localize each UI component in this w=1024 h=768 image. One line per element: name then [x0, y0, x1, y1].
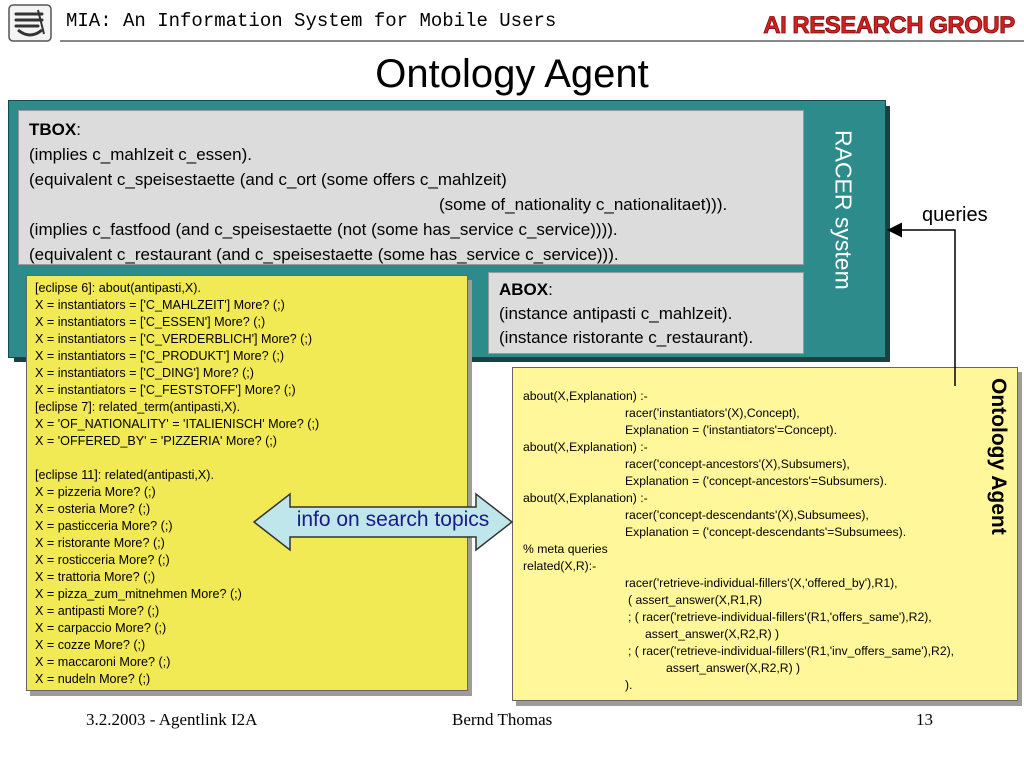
header-rule — [60, 40, 1024, 42]
tbox-line: (implies c_mahlzeit c_essen). — [29, 145, 252, 164]
code-line: ( assert_answer(X,R1,R) — [628, 593, 763, 607]
racer-system-label: RACER system — [830, 130, 857, 290]
tbox-line: (implies c_fastfood (and c_speisestaette… — [29, 220, 618, 239]
tbox-line: (equivalent c_speisestaette (and c_ort (… — [29, 170, 507, 189]
code-line: Explanation = ('concept-ancestors'=Subsu… — [625, 474, 888, 488]
code-line: ). — [625, 678, 633, 692]
eclipse-line: X = antipasti More? (;) — [35, 604, 160, 618]
eclipse-line: X = instantiators = ['C_MAHLZEIT'] More?… — [35, 298, 285, 312]
tbox-heading: TBOX — [29, 120, 77, 139]
eclipse-line: X = instantiators = ['C_ESSEN'] More? (;… — [35, 315, 266, 329]
eclipse-line: X = trattoria More? (;) — [35, 570, 156, 584]
mia-emblem-icon — [8, 4, 52, 42]
ontology-agent-label: Ontology Agent — [987, 378, 1010, 535]
code-line: ; ( racer('retrieve-individual-fillers'(… — [628, 610, 932, 624]
abox-heading: ABOX — [499, 280, 549, 299]
code-line: ; ( racer('retrieve-individual-fillers'(… — [628, 644, 955, 658]
code-line: related(X,R):- — [523, 559, 597, 573]
header-title: MIA: An Information System for Mobile Us… — [66, 10, 557, 32]
eclipse-line: X = instantiators = ['C_DING'] More? (;) — [35, 366, 254, 380]
svg-text:AI RESEARCH GROUP: AI RESEARCH GROUP — [763, 12, 1015, 39]
eclipse-line: X = nudeln More? (;) — [35, 672, 151, 686]
queries-label: queries — [922, 204, 988, 226]
code-line: % meta queries — [523, 542, 608, 556]
queries-connector-arrow — [887, 222, 956, 383]
eclipse-line: X = carpaccio More? (;) — [35, 621, 167, 635]
code-line: racer('concept-ancestors'(X),Subsumers), — [625, 457, 850, 471]
eclipse-line: [eclipse 6]: about(antipasti,X). — [35, 281, 201, 295]
footer-page-number: 13 — [916, 710, 933, 729]
tbox-line: (equivalent c_restaurant (and c_speisest… — [29, 245, 619, 264]
code-line: racer('retrieve-individual-fillers'(X,'o… — [625, 576, 898, 590]
info-arrow-label: info on search topics — [296, 508, 490, 531]
code-line: racer('concept-descendants'(X),Subsumees… — [625, 508, 869, 522]
ontology-agent-code-panel: about(X,Explanation) :- racer('instantia… — [512, 367, 1018, 701]
eclipse-line: X = 'OFFERED_BY' = 'PIZZERIA' More? (;) — [35, 434, 277, 448]
eclipse-line: X = ristorante More? (;) — [35, 536, 165, 550]
code-line: about(X,Explanation) :- — [523, 389, 648, 403]
eclipse-line: X = pizzeria More? (;) — [35, 485, 156, 499]
abox-line: (instance antipasti c_mahlzeit). — [499, 304, 733, 323]
footer-date: 3.2.2003 - Agentlink I2A — [86, 710, 258, 729]
eclipse-line: X = 'OF_NATIONALITY' = 'ITALIENISCH' Mor… — [35, 417, 320, 431]
footer-author: Bernd Thomas — [452, 710, 553, 729]
slide-title: Ontology Agent — [375, 52, 649, 96]
abox-line: (instance ristorante c_restaurant). — [499, 328, 754, 347]
code-line: assert_answer(X,R2,R) ) — [666, 661, 801, 675]
code-line: Explanation = ('concept-descendants'=Sub… — [625, 525, 907, 539]
eclipse-line: X = instantiators = ['C_PRODUKT'] More? … — [35, 349, 285, 363]
code-line: Explanation = ('instantiators'=Concept). — [625, 423, 837, 437]
code-line: racer('instantiators'(X),Concept), — [625, 406, 800, 420]
tbox-line: (some of_nationality c_nationalitaet))). — [439, 195, 728, 214]
eclipse-line: X = rosticceria More? (;) — [35, 553, 170, 567]
eclipse-line: [eclipse 7]: related_term(antipasti,X). — [35, 400, 241, 414]
code-line: about(X,Explanation) :- — [523, 491, 648, 505]
ai-research-group-logo: AI RESEARCH GROUP — [758, 8, 1020, 40]
eclipse-line: X = pizza_zum_mitnehmen More? (;) — [35, 587, 242, 601]
eclipse-line: X = instantiators = ['C_VERDERBLICH'] Mo… — [35, 332, 313, 346]
eclipse-line: X = instantiators = ['C_FESTSTOFF'] More… — [35, 383, 296, 397]
code-line: about(X,Explanation) :- — [523, 440, 648, 454]
eclipse-line: X = cozze More? (;) — [35, 638, 146, 652]
eclipse-transcript-panel: [eclipse 6]: about(antipasti,X). X = ins… — [26, 275, 468, 691]
abox-panel: ABOX: (instance antipasti c_mahlzeit). (… — [488, 272, 804, 354]
eclipse-gap — [35, 450, 459, 467]
eclipse-line: [eclipse 11]: related(antipasti,X). — [35, 468, 214, 482]
code-line: assert_answer(X,R2,R) ) — [645, 627, 780, 641]
eclipse-line: X = osteria More? (;) — [35, 502, 151, 516]
eclipse-line: X = maccaroni More? (;) — [35, 655, 171, 669]
tbox-panel: TBOX: (implies c_mahlzeit c_essen). (equ… — [18, 110, 804, 265]
eclipse-line: X = pasticceria More? (;) — [35, 519, 173, 533]
